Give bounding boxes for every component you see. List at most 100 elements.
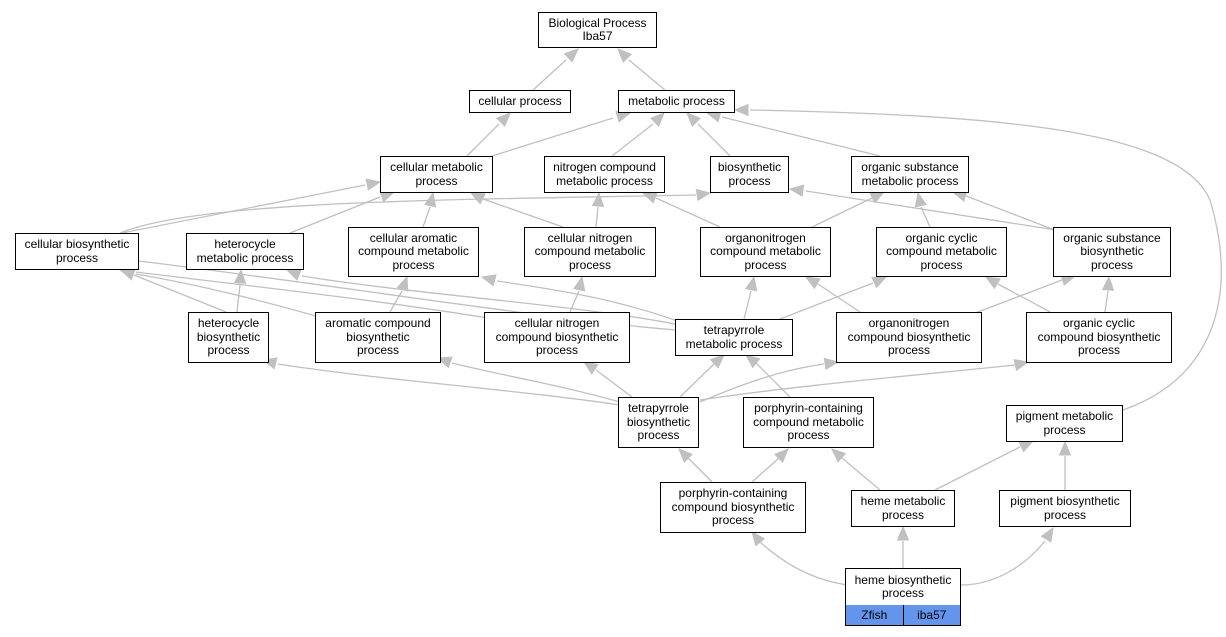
arrowhead-ocbp-ocmp bbox=[984, 276, 1001, 290]
arrowhead-pcbp-tbp bbox=[678, 448, 693, 463]
edge-camp-cmp bbox=[422, 191, 437, 228]
edge-tbp-hbp bbox=[261, 357, 621, 406]
node-cellular-nitrogen-compound-biosynthetic-process[interactable]: cellular nitrogen compound biosynthetic … bbox=[484, 312, 630, 363]
arrowhead-ncmp-mp bbox=[650, 112, 665, 127]
edge-tbp-ocbp bbox=[699, 358, 1030, 401]
node-cellular-process[interactable]: cellular process bbox=[469, 90, 571, 113]
arrowhead-tmp-hmp bbox=[285, 269, 302, 281]
edge-tbp-cnbp bbox=[582, 361, 633, 398]
arrowhead-tbp-cnbp bbox=[582, 361, 599, 375]
edge-tmp-onmp bbox=[743, 275, 758, 320]
arrowhead-tbp-acbp bbox=[436, 356, 453, 369]
node-heme-metabolic-process[interactable]: heme metabolic process bbox=[851, 490, 955, 527]
arrowhead-tbp-onbp bbox=[823, 357, 840, 371]
edge-pcbp-tbp bbox=[678, 448, 713, 483]
arrowhead-bsp-mp bbox=[686, 112, 701, 127]
arrowhead-tmp-camp bbox=[480, 274, 497, 287]
edge-hbp-hmp bbox=[233, 268, 247, 313]
arrowhead-cp-bp bbox=[563, 48, 579, 63]
node-metabolic-process[interactable]: metabolic process bbox=[618, 90, 735, 113]
node-cellular-aromatic-compound-metabolic-process[interactable]: cellular aromatic compound metabolic pro… bbox=[348, 227, 479, 277]
edge-hbp-cbp bbox=[119, 269, 227, 313]
arrowhead-ocbp-osbp bbox=[1101, 275, 1115, 291]
arrowhead-hemp-pcmp bbox=[831, 448, 847, 463]
node-biosynthetic-process[interactable]: biosynthetic process bbox=[710, 156, 789, 193]
edge-osbp-bsp bbox=[788, 184, 1057, 231]
edge-tmp-ocmp bbox=[779, 276, 888, 320]
edge-pcmp-tmp bbox=[744, 354, 791, 398]
edge-osbp-osmp bbox=[951, 189, 1061, 233]
edge-tbp-acbp bbox=[436, 356, 621, 403]
arrowhead-hebp-hemp bbox=[896, 525, 910, 541]
edge-tmp-camp bbox=[480, 274, 681, 323]
edge-bsp-mp bbox=[686, 112, 731, 157]
node-aromatic-compound-biosynthetic-process[interactable]: aromatic compound biosynthetic process bbox=[315, 312, 441, 363]
arrowhead-pigbp-pigmp bbox=[1058, 440, 1072, 456]
node-pigment-biosynthetic-process[interactable]: pigment biosynthetic process bbox=[999, 490, 1131, 527]
node-organic-substance-metabolic-process[interactable]: organic substance metabolic process bbox=[851, 156, 969, 193]
arrowhead-cnmp-cmp bbox=[469, 192, 486, 205]
node-cellular-nitrogen-compound-metabolic-process[interactable]: cellular nitrogen compound metabolic pro… bbox=[524, 227, 656, 277]
edge-ocbp-ocmp bbox=[984, 276, 1051, 313]
arrowhead-tbp-tmp bbox=[709, 354, 725, 369]
edge-ocmp-osmp bbox=[914, 191, 931, 228]
arrowhead-cmp-cp bbox=[496, 112, 511, 127]
node-heterocycle-biosynthetic-process[interactable]: heterocycle biosynthetic process bbox=[188, 312, 269, 363]
species-tag[interactable]: Zfish bbox=[846, 605, 903, 625]
arrowhead-hbp-hmp bbox=[233, 268, 247, 284]
edge-tbp-tmp bbox=[679, 354, 725, 398]
edge-cp-bp bbox=[532, 48, 579, 91]
gene-tag[interactable]: iba57 bbox=[902, 605, 960, 625]
edge-ocbp-osbp bbox=[1101, 275, 1115, 313]
edge-hebp-hemp bbox=[896, 525, 910, 568]
arrowhead-onbp-onmp bbox=[804, 276, 821, 290]
edge-pcbp-pcmp bbox=[751, 448, 789, 483]
edge-mp-bp bbox=[617, 48, 666, 91]
arrowhead-tmp-onmp bbox=[745, 275, 758, 292]
node-organic-cyclic-compound-biosynthetic-process[interactable]: organic cyclic compound biosynthetic pro… bbox=[1026, 312, 1172, 363]
edge-hebp-pcbp bbox=[751, 530, 849, 586]
arrowhead-osbp-bsp bbox=[788, 184, 805, 197]
node-heterocycle-metabolic-process[interactable]: heterocycle metabolic process bbox=[186, 233, 304, 270]
node-cellular-biosynthetic-process[interactable]: cellular biosynthetic process bbox=[15, 233, 139, 270]
node-tetrapyrrole-biosynthetic-process[interactable]: tetrapyrrole biosynthetic process bbox=[618, 397, 699, 448]
annotation-tags: Zfish iba57 bbox=[845, 605, 961, 626]
node-organic-cyclic-compound-metabolic-process[interactable]: organic cyclic compound metabolic proces… bbox=[876, 227, 1007, 277]
node-porphyrin-containing-compound-metabolic-process[interactable]: porphyrin-containing compound metabolic … bbox=[743, 397, 874, 448]
arrowhead-cbp-cmp bbox=[365, 178, 382, 191]
node-organic-substance-biosynthetic-process[interactable]: organic substance biosynthetic process bbox=[1053, 227, 1171, 277]
arrowhead-hemp-pigmp bbox=[1018, 440, 1035, 453]
edge-tbp-onbp bbox=[699, 357, 840, 403]
node-organonitrogen-compound-metabolic-process[interactable]: organonitrogen compound metabolic proces… bbox=[700, 227, 831, 277]
arrowhead-ocmp-osmp bbox=[914, 191, 927, 208]
arrowhead-pcmp-tmp bbox=[744, 354, 761, 369]
node-biological-process[interactable]: Biological Process Iba57 bbox=[538, 12, 657, 48]
arrowhead-cnbp-cnmp bbox=[573, 275, 586, 292]
arrowhead-pcbp-pcmp bbox=[774, 448, 789, 463]
edge-hebp-pigbp bbox=[960, 526, 1054, 586]
node-organonitrogen-compound-biosynthetic-process[interactable]: organonitrogen compound biosynthetic pro… bbox=[836, 312, 982, 363]
node-porphyrin-containing-compound-biosynthetic-process[interactable]: porphyrin-containing compound biosynthet… bbox=[660, 482, 806, 533]
arrowhead-cnmp-ncmp bbox=[591, 191, 605, 207]
arrowhead-hebp-pcbp bbox=[751, 530, 766, 547]
node-cellular-metabolic-process[interactable]: cellular metabolic process bbox=[380, 156, 493, 193]
arrowhead-pigmp-mp bbox=[733, 103, 749, 117]
edge-ncmp-mp bbox=[611, 112, 665, 157]
edge-pigbp-pigmp bbox=[1058, 440, 1072, 490]
edge-cbp-bsp bbox=[119, 188, 712, 234]
arrowhead-tbp-ocbp bbox=[1013, 358, 1030, 372]
node-tetrapyrrole-metabolic-process[interactable]: tetrapyrrole metabolic process bbox=[675, 319, 793, 356]
node-nitrogen-compound-metabolic-process[interactable]: nitrogen compound metabolic process bbox=[544, 156, 665, 193]
arrowhead-hebp-pigbp bbox=[1040, 526, 1054, 543]
arrowhead-cbp-bsp bbox=[695, 188, 712, 202]
arrowhead-onmp-ncmp bbox=[641, 192, 658, 204]
edge-cbp-cmp bbox=[121, 178, 382, 234]
edge-cmp-mp bbox=[491, 110, 632, 157]
node-heme-biosynthetic-process[interactable]: heme biosynthetic process bbox=[845, 568, 961, 606]
edge-hemp-pigmp bbox=[934, 440, 1035, 491]
edge-osmp-mp bbox=[705, 110, 881, 157]
edge-onmp-ncmp bbox=[641, 192, 721, 228]
node-pigment-metabolic-process[interactable]: pigment metabolic process bbox=[1006, 405, 1123, 442]
arrowhead-mp-bp bbox=[617, 48, 632, 63]
edge-onbp-osbp bbox=[969, 273, 1077, 316]
